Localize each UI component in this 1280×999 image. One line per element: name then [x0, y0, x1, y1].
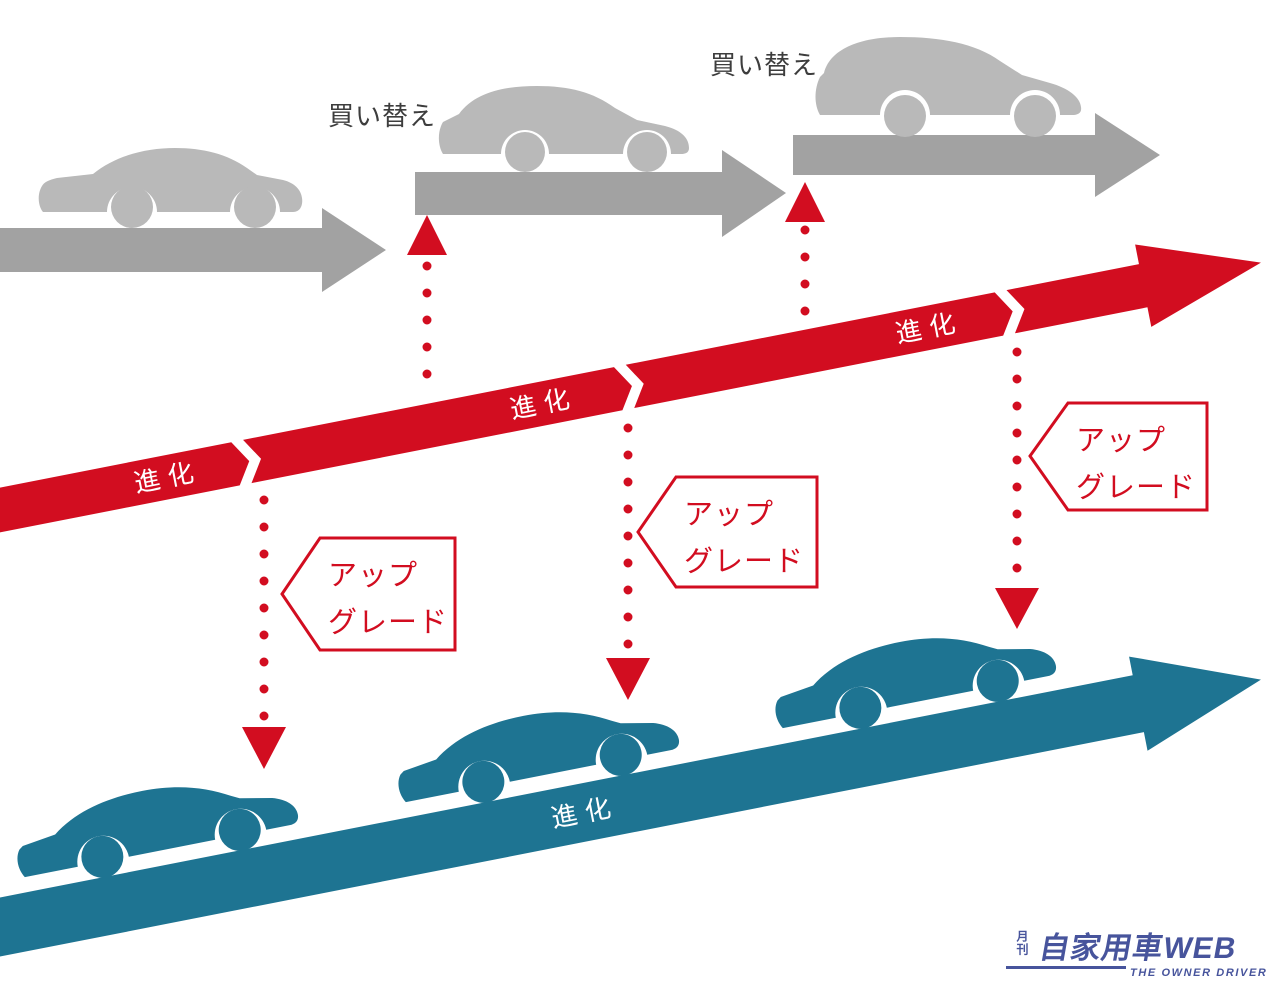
logo-title-wrap: 自家用車WEB — [1037, 931, 1240, 965]
upgrade-badge-2: アップ グレード — [636, 475, 819, 589]
wheel — [599, 733, 642, 776]
gray-arrow-3-head — [1095, 113, 1160, 197]
upgrade-badge-1-line1: アップ — [328, 560, 418, 592]
red-segment-2 — [243, 367, 632, 484]
gray-arrow-1-shaft — [0, 228, 330, 272]
wheel — [1014, 95, 1056, 137]
gray-arrow-2-head — [722, 150, 786, 237]
wheel — [111, 186, 153, 228]
wheel — [218, 808, 261, 851]
upgrade-badge-3-line2: グレード — [1076, 471, 1196, 504]
badge-pointer-shape — [1028, 401, 1209, 512]
red-segment-3 — [625, 292, 1013, 408]
blue-sedan-car-icon-1 — [17, 787, 299, 878]
wheel — [976, 659, 1019, 702]
upgrade-connector-down-2 — [606, 423, 650, 700]
blue-sedan-car-icon-3 — [775, 638, 1057, 729]
red-segment-1 — [0, 442, 250, 534]
up-arrowhead-icon — [785, 182, 825, 222]
site-logo: 月刊 自家用車WEB THE OWNER DRIVER — [1006, 930, 1267, 979]
replace-label-1: 買い替え — [328, 101, 436, 131]
wheel — [627, 132, 667, 172]
wheel — [462, 760, 505, 803]
upgrade-badge-1: アップ グレード — [280, 536, 457, 652]
wheel — [884, 95, 926, 137]
upgrade-connector-down-3 — [995, 347, 1039, 629]
upgrade-badge-2-line2: グレード — [684, 545, 804, 578]
wheel — [839, 686, 882, 729]
badge-pointer-shape — [280, 536, 457, 652]
red-evolution-timeline: 進化 進化 進化 — [0, 244, 1261, 534]
gray-arrow-2-shaft — [415, 172, 725, 215]
gray-crossover-car-icon — [438, 86, 689, 172]
logo-title-text: 自家用車WEB — [1037, 931, 1240, 965]
logo-tagline-text: THE OWNER DRIVER — [1130, 967, 1267, 979]
logo-prefix-text: 月刊 — [1015, 930, 1029, 956]
up-arrowhead-icon — [407, 215, 447, 255]
logo-underline — [1006, 966, 1126, 969]
wheel — [505, 132, 545, 172]
gray-timeline-arrow-3 — [793, 113, 1160, 197]
badge-pointer-shape — [636, 475, 819, 589]
blue-evolution-timeline: 進化 — [0, 656, 1261, 958]
upgrade-connector-down-1 — [242, 495, 286, 769]
wheel — [234, 186, 276, 228]
red-segment-4-arrowhead — [1006, 244, 1261, 334]
gray-arrow-1-head — [322, 208, 386, 292]
gray-suv-car-icon — [815, 37, 1082, 137]
blue-arrow-shape — [0, 656, 1261, 958]
down-arrowhead-icon — [242, 727, 286, 769]
upgrade-connector-up-2 — [785, 182, 825, 329]
down-arrowhead-icon — [606, 658, 650, 700]
gray-timeline-arrow-2 — [415, 150, 786, 237]
gray-arrow-3-shaft — [793, 135, 1098, 175]
upgrade-badge-3-line1: アップ — [1076, 425, 1166, 457]
down-arrowhead-icon — [995, 588, 1039, 629]
upgrade-badge-2-line1: アップ — [684, 499, 774, 531]
gray-sedan-car-icon — [38, 148, 303, 228]
replace-label-2: 買い替え — [710, 50, 818, 80]
gray-timeline-arrow-1 — [0, 208, 386, 292]
upgrade-badge-1-line2: グレード — [328, 606, 448, 639]
upgrade-badge-3: アップ グレード — [1028, 401, 1209, 512]
wheel — [81, 835, 124, 878]
upgrade-connector-up-1 — [407, 215, 447, 401]
blue-sedan-car-icon-2 — [398, 712, 680, 803]
